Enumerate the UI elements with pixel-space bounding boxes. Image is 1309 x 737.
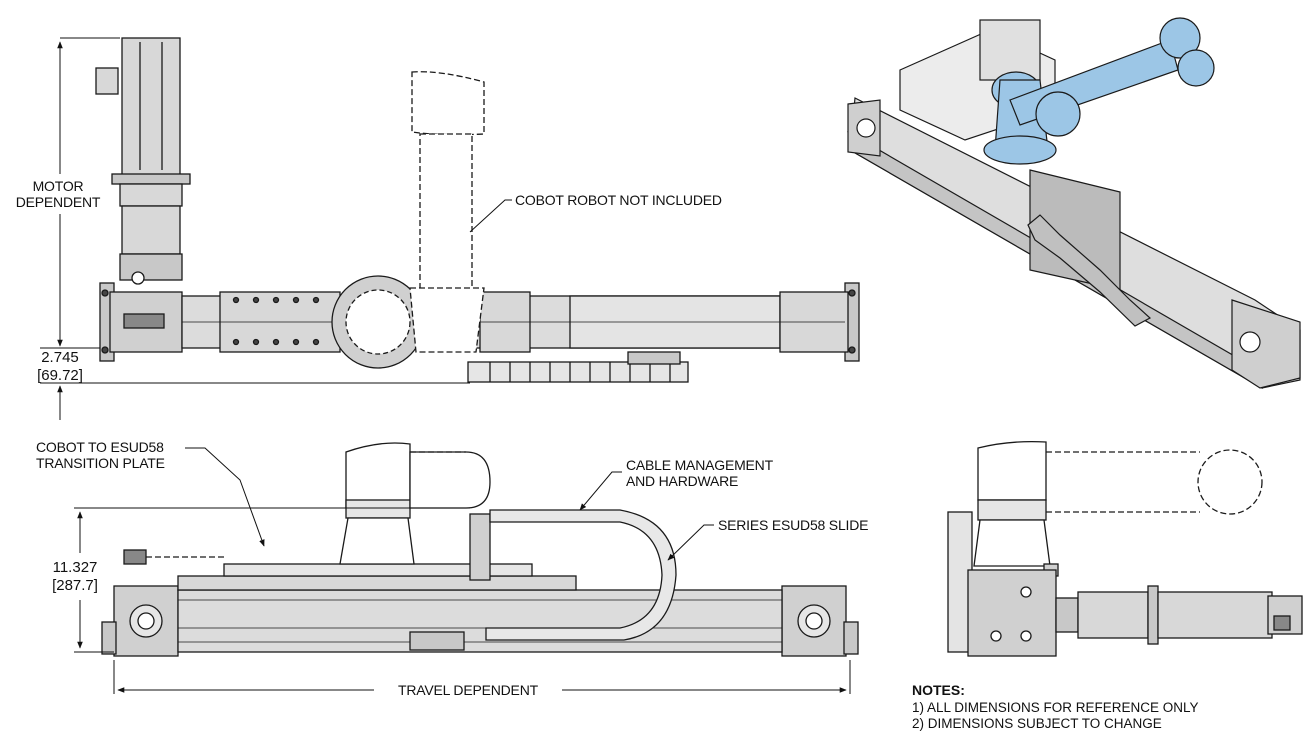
slide-top-view <box>99 282 860 362</box>
front-dimension-lines <box>74 447 851 694</box>
cobot-isometric <box>983 17 1215 165</box>
motor-dependent-label-2: DEPENDENT <box>16 194 101 210</box>
labels: MOTOR DEPENDENT COBOT ROBOT NOT INCLUDED… <box>16 178 1199 731</box>
transition-plate-label-1: COBOT TO ESUD58 <box>36 439 164 455</box>
transition-plate-label-2: TRANSITION PLATE <box>36 455 165 471</box>
top-offset-inches: 2.745 <box>41 349 79 366</box>
cable-management-label-1: CABLE MANAGEMENT <box>626 457 774 473</box>
isometric-view <box>847 17 1301 390</box>
cobot-front-view <box>339 442 491 565</box>
motor-top-view <box>95 37 191 285</box>
cable-management-label-2: AND HARDWARE <box>626 473 738 489</box>
series-slide-label: SERIES ESUD58 SLIDE <box>718 517 868 533</box>
slide-front-view <box>101 585 859 657</box>
top-offset-mm: [69.72] <box>37 367 83 384</box>
cable-chain-top-view <box>467 351 689 383</box>
top-view <box>95 37 860 383</box>
height-mm: [287.7] <box>52 577 98 594</box>
notes-item-2: 2) DIMENSIONS SUBJECT TO CHANGE <box>912 716 1162 731</box>
cable-chain-front-view <box>485 509 677 641</box>
front-view <box>101 442 859 657</box>
cobot-not-included-label: COBOT ROBOT NOT INCLUDED <box>515 192 722 208</box>
height-inches: 11.327 <box>53 559 98 576</box>
travel-dependent-label: TRAVEL DEPENDENT <box>398 682 539 698</box>
cobot-top-view <box>409 71 485 353</box>
notes-heading: NOTES: <box>912 682 965 698</box>
side-view <box>947 440 1303 657</box>
top-dimension-lines <box>40 37 512 420</box>
motor-dependent-label-1: MOTOR <box>33 178 84 194</box>
notes-item-1: 1) ALL DIMENSIONS FOR REFERENCE ONLY <box>912 700 1199 715</box>
